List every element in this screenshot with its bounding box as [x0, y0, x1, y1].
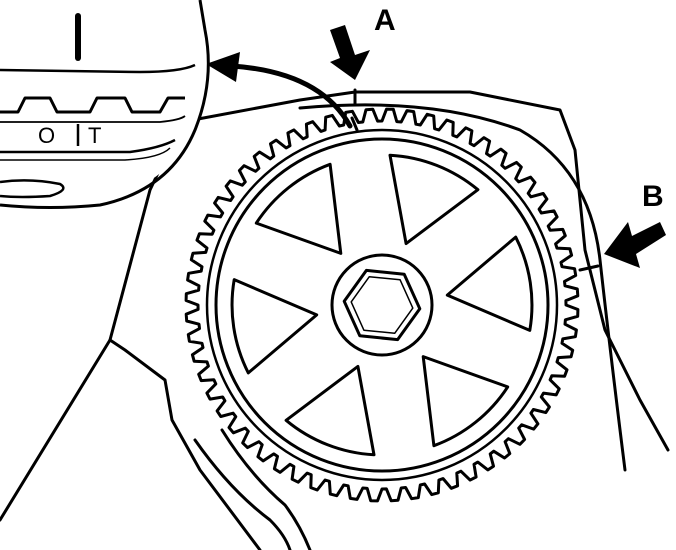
inset-border [0, 0, 210, 209]
inset-hub-edge [0, 179, 65, 199]
sprocket-spoke-windows [230, 153, 534, 457]
inset-tooth-root [0, 115, 186, 123]
sprocket-inner-rim [205, 128, 559, 482]
callout-label-a: A [374, 4, 396, 37]
arrow-b [604, 222, 666, 268]
hex-bolt-face [350, 275, 414, 335]
spoke-window [230, 278, 319, 375]
spoke-window [284, 364, 376, 457]
detail-pointer-arrow [206, 52, 353, 129]
inset-gear-teeth [0, 96, 185, 114]
inset-lower-rim [0, 138, 176, 154]
spoke-window [254, 162, 343, 255]
spoke-window [421, 355, 510, 448]
arrow-a [330, 25, 370, 80]
timing-mark-b [578, 264, 600, 272]
inset-magnified-view: O T [0, 0, 210, 209]
sprocket-teeth [184, 107, 580, 503]
timing-belt [193, 103, 627, 550]
spoke-window [445, 235, 534, 332]
sprocket-hub [330, 253, 434, 357]
sprocket-hub-rim [214, 137, 550, 473]
timing-marks [350, 88, 600, 272]
inset-mark-t: T [88, 123, 101, 148]
hex-bolt [342, 268, 422, 342]
spoke-window [388, 153, 480, 246]
callout-label-b: B [642, 180, 664, 213]
inset-mark-o: O [38, 123, 55, 148]
engine-casing [0, 90, 670, 550]
sprocket-mark [350, 116, 359, 132]
camshaft-sprocket [184, 107, 580, 503]
inset-rim-line [0, 63, 196, 74]
